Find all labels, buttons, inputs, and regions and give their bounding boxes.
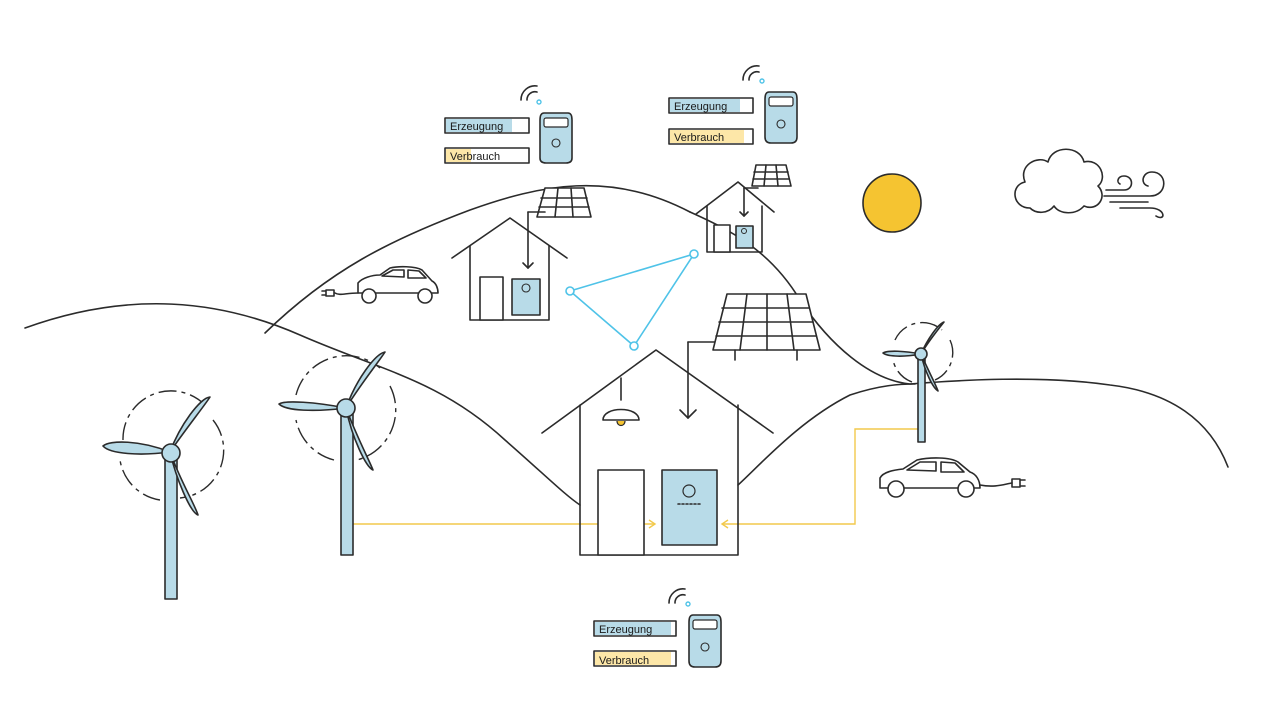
wind-turbine-icon — [882, 321, 954, 443]
wifi-icon — [742, 65, 765, 84]
network-triangle — [565, 249, 699, 351]
smart-meter-icon — [764, 91, 798, 144]
wind-icon — [1103, 171, 1165, 219]
battery-icon — [661, 469, 718, 546]
sun-icon — [862, 173, 922, 233]
smart-meter-icon — [539, 112, 573, 164]
solar-panel-icon — [527, 187, 592, 218]
lamp-icon — [602, 377, 640, 427]
consumption-label: Verbrauch — [450, 151, 500, 163]
cloud-icon — [1014, 148, 1104, 214]
house-top-right — [695, 181, 775, 253]
solar-panel-icon — [712, 293, 821, 361]
battery-icon — [735, 225, 754, 249]
house-main — [541, 341, 774, 556]
battery-icon — [511, 278, 541, 316]
smart-meter-top-right: Erzeugung Verbrauch — [668, 65, 798, 145]
solar-panel-icon — [743, 164, 792, 189]
wifi-icon — [668, 588, 691, 607]
wind-turbine-icon — [102, 390, 225, 600]
production-label: Erzeugung — [599, 624, 652, 636]
consumption-label: Verbrauch — [674, 132, 724, 144]
electric-car-icon — [879, 457, 1026, 498]
smart-meter-top-left: Erzeugung Verbrauch — [444, 85, 573, 164]
wifi-icon — [520, 85, 542, 105]
hills — [24, 184, 1229, 506]
wind-turbine-icon — [278, 351, 397, 556]
production-label: Erzeugung — [674, 101, 727, 113]
smart-meter-bottom: Erzeugung Verbrauch — [593, 588, 722, 668]
house-top-left — [451, 211, 568, 321]
consumption-label: Verbrauch — [599, 655, 649, 667]
electric-car-icon — [321, 265, 439, 304]
smart-meter-icon — [688, 614, 722, 668]
production-label: Erzeugung — [450, 121, 503, 133]
